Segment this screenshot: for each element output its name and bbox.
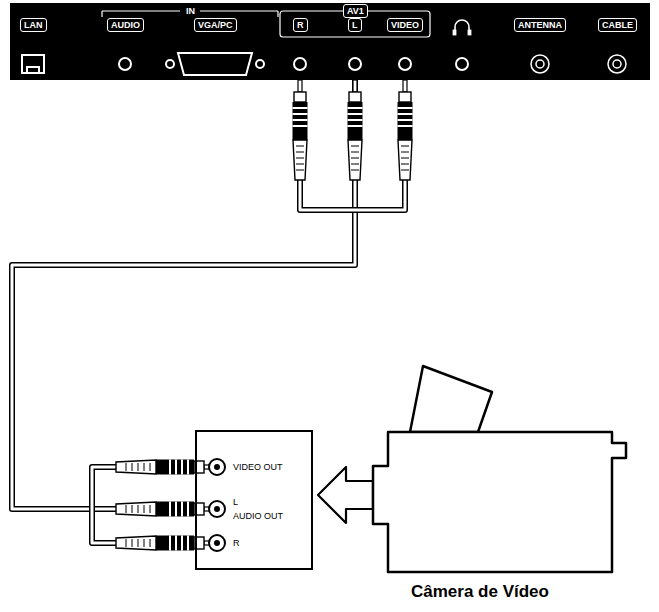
port-label: ANTENNA: [514, 18, 566, 32]
camera-output-panel: VIDEO OUT L AUDIO OUT R: [195, 430, 313, 570]
video-camera: [373, 366, 626, 572]
port-label: R: [293, 18, 308, 32]
port-label: CABLE: [598, 18, 637, 32]
tv-panel-jacks: [10, 3, 650, 80]
output-label: AUDIO OUT: [233, 511, 283, 521]
output-label: VIDEO OUT: [233, 462, 283, 472]
rca-plugs: [116, 80, 413, 551]
port-label: AUDIO: [107, 18, 144, 32]
port-label: LAN: [20, 18, 47, 32]
av-cable: [12, 80, 355, 509]
port-label: L: [348, 18, 362, 32]
tv-back-panel: IN LAN AUDIO VGA/PC AV1R L VIDEO ANTENNA CABLE: [10, 3, 650, 80]
port-label: AV1: [343, 4, 368, 18]
caption: Câmera de Vídeo: [411, 582, 549, 602]
hollow-arrow: [318, 467, 373, 523]
port-label: IN: [186, 6, 195, 16]
camera-output-jacks: [195, 430, 313, 570]
port-label: VIDEO: [387, 18, 423, 32]
cable-wires: [92, 178, 405, 543]
output-label: L: [233, 497, 238, 507]
output-label: R: [233, 538, 240, 548]
port-label: VGA/PC: [194, 18, 237, 32]
